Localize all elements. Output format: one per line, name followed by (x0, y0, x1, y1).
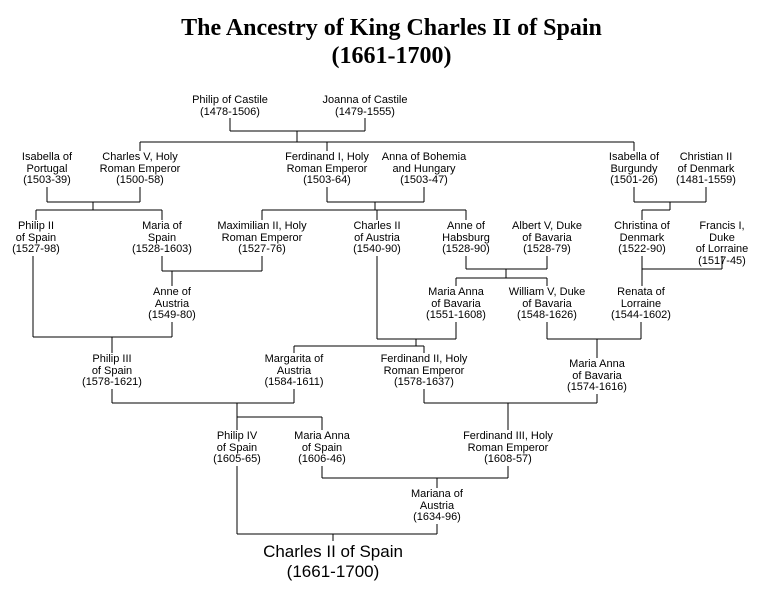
node-ferdinand-i: Ferdinand I, Holy Roman Emperor (1503-64… (285, 151, 369, 186)
union-ferdinand-i-anna-bohemia-connector (261, 187, 467, 220)
node-maximilian-ii: Maximilian II, Holy Roman Emperor (1527-… (217, 220, 307, 255)
union-maximilian-ii-maria-spain-connector (161, 256, 263, 286)
chart-title-line2: (1661-1700) (331, 43, 452, 69)
union-philip-iii-margarita-connector (111, 389, 323, 430)
node-joanna-of-castile: Joanna of Castile (1479-1555) (322, 94, 408, 118)
node-anna-of-bohemia: Anna of Bohemia and Hungary (1503-47) (381, 151, 467, 186)
node-philip-iv: Philip IV of Spain (1605-65) (213, 430, 261, 465)
node-anne-of-habsburg: Anne of Habsburg (1528-90) (442, 220, 490, 255)
node-ferdinand-iii: Ferdinand III, Holy Roman Emperor (1608-… (463, 430, 553, 465)
node-isabella-of-burgundy: Isabella of Burgundy (1501-26) (608, 151, 660, 186)
union-charles-ii-austria-maria-anna-bavaria-connector (293, 256, 457, 353)
node-charles-ii-of-austria: Charles II of Austria (1540-90) (353, 220, 401, 255)
union-philip-of-castile-joanna-connector (139, 118, 635, 151)
node-ferdinand-ii: Ferdinand II, Holy Roman Emperor (1578-1… (380, 353, 468, 388)
union-ferdinand-iii-maria-anna-spain-connector (321, 466, 509, 488)
node-christian-ii: Christian II of Denmark (1481-1559) (676, 151, 736, 186)
union-francis-i-christina-denmark-connector (641, 256, 723, 286)
node-mariana-of-austria: Mariana of Austria (1634-96) (411, 488, 463, 523)
node-anne-of-austria: Anne of Austria (1549-80) (148, 286, 196, 321)
node-charles-ii-of-spain: Charles II of Spain (1661-1700) (263, 542, 403, 581)
union-christian-ii-isabella-burgundy-connector (633, 187, 707, 220)
node-isabella-of-portugal: Isabella of Portugal (1503-39) (21, 151, 73, 186)
node-maria-anna-of-spain: Maria Anna of Spain (1606-46) (294, 430, 350, 465)
node-renata-of-lorraine: Renata of Lorraine (1544-1602) (611, 286, 671, 321)
union-ferdinand-ii-maria-anna-bavaria-1574-connector (423, 389, 598, 430)
node-william-v: William V, Duke of Bavaria (1548-1626) (508, 286, 586, 321)
node-francis-i: Francis I, Duke of Lorraine (1517-45) (695, 220, 749, 267)
node-margarita-of-austria: Margarita of Austria (1584-1611) (264, 353, 324, 388)
node-maria-of-spain: Maria of Spain (1528-1603) (132, 220, 192, 255)
node-philip-of-castile: Philip of Castile (1478-1506) (192, 94, 268, 118)
union-william-v-renata-lorraine-connector (546, 322, 642, 358)
node-maria-anna-of-bavaria-1574: Maria Anna of Bavaria (1574-1616) (567, 358, 627, 393)
chart-title: The Ancestry of King Charles II of Spain… (0, 14, 783, 70)
union-philip-iv-mariana-austria-connector (236, 466, 438, 541)
node-christina-of-denmark: Christina of Denmark (1522-90) (614, 220, 670, 255)
node-charles-v: Charles V, Holy Roman Emperor (1500-58) (99, 151, 181, 186)
node-philip-iii: Philip III of Spain (1578-1621) (82, 353, 142, 388)
node-albert-v: Albert V, Duke of Bavaria (1528-79) (512, 220, 582, 255)
node-maria-anna-of-bavaria-1551: Maria Anna of Bavaria (1551-1608) (426, 286, 486, 321)
chart-title-line1: The Ancestry of King Charles II of Spain (181, 15, 602, 41)
union-philip-ii-anne-austria-connector (32, 256, 173, 353)
node-philip-ii: Philip II of Spain (1527-98) (12, 220, 60, 255)
union-charles-v-isabella-portugal-connector (35, 187, 163, 220)
union-albert-v-anne-habsburg-connector (455, 256, 548, 286)
